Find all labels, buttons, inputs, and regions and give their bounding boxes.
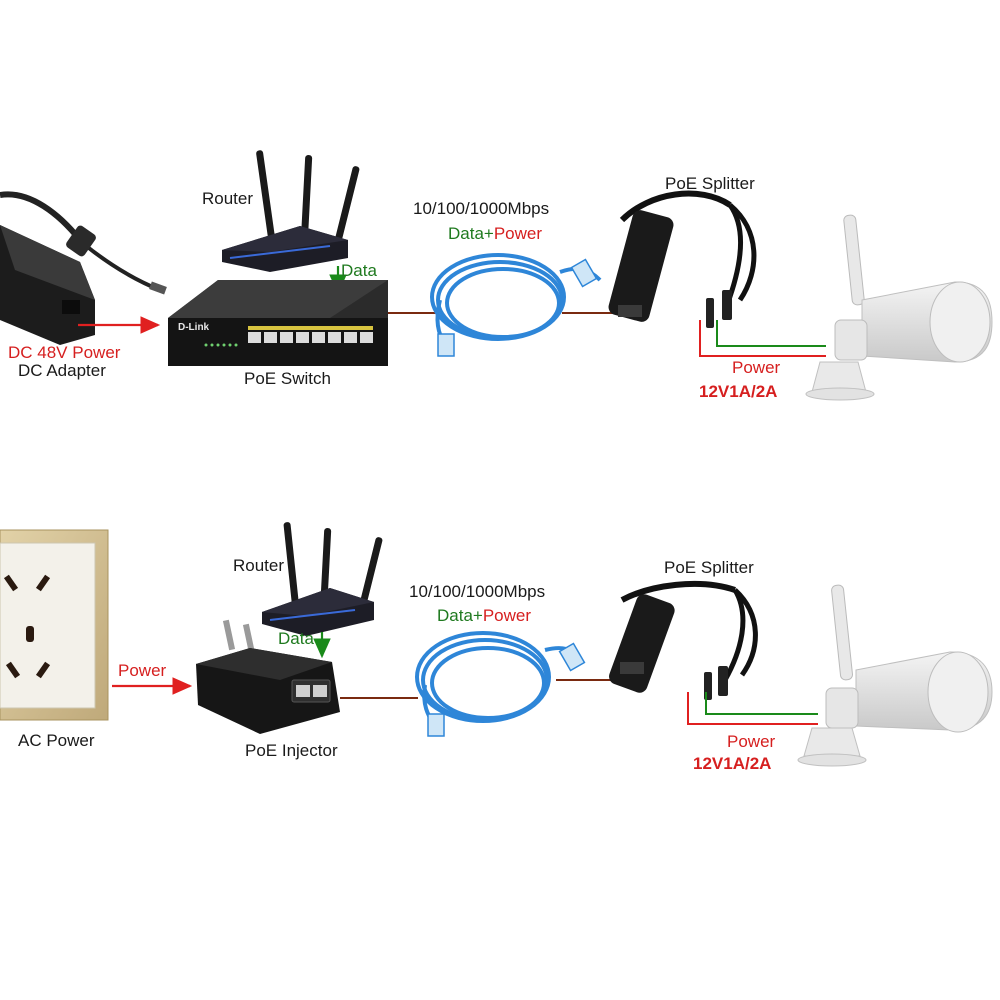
data-part: Data+ bbox=[448, 224, 494, 243]
camera-power-label: Power bbox=[727, 732, 776, 751]
splitter-power-line bbox=[687, 692, 818, 725]
splitter-label: PoE Splitter bbox=[665, 174, 755, 193]
switch-brand: D-Link bbox=[178, 322, 210, 333]
ethernet-cable-icon bbox=[415, 631, 582, 727]
rj45-plug-icon bbox=[558, 642, 586, 672]
router-label: Router bbox=[233, 556, 285, 575]
switch-label: PoE Switch bbox=[244, 369, 331, 388]
speed-label: 10/100/1000Mbps bbox=[409, 582, 546, 601]
data-power-label: Data+Power bbox=[437, 607, 531, 624]
data-power-label: Data+Power bbox=[448, 225, 542, 242]
adapter-power-label: DC 48V Power bbox=[8, 343, 121, 362]
router-label: Router bbox=[202, 189, 254, 208]
outlet-power-label: Power bbox=[118, 661, 167, 680]
router-data-label: Data bbox=[278, 629, 314, 648]
router-data-label: Data bbox=[341, 261, 377, 280]
splitter-power-line bbox=[699, 320, 826, 357]
splitter-data-line bbox=[705, 692, 818, 715]
ac-power-label: AC Power bbox=[18, 731, 95, 750]
dc-adapter-icon bbox=[0, 191, 167, 345]
poe-injector-icon bbox=[196, 619, 340, 734]
power-part: Power bbox=[493, 224, 543, 243]
splitter-data-line bbox=[716, 320, 826, 347]
poe-splitter-icon bbox=[609, 580, 758, 700]
router-icon bbox=[262, 522, 383, 636]
router-icon bbox=[222, 150, 360, 272]
splitter-label: PoE Splitter bbox=[664, 558, 754, 577]
rj45-plug-icon bbox=[427, 713, 445, 737]
power-part: Power bbox=[482, 606, 532, 625]
output-spec-label: 12V1A/2A bbox=[693, 754, 772, 773]
wall-outlet-icon bbox=[0, 529, 109, 721]
security-camera-icon bbox=[805, 214, 993, 401]
poe-switch-icon bbox=[168, 280, 388, 366]
rj45-plug-icon bbox=[437, 333, 455, 357]
adapter-label: DC Adapter bbox=[18, 361, 106, 380]
speed-label: 10/100/1000Mbps bbox=[413, 199, 550, 218]
output-spec-label: 12V1A/2A bbox=[699, 382, 778, 401]
poe-splitter-icon bbox=[608, 190, 757, 328]
camera-power-label: Power bbox=[732, 358, 781, 377]
rj45-plug-icon bbox=[570, 258, 598, 288]
data-part: Data+ bbox=[437, 606, 483, 625]
security-camera-icon bbox=[797, 584, 993, 767]
injector-label: PoE Injector bbox=[245, 741, 338, 760]
